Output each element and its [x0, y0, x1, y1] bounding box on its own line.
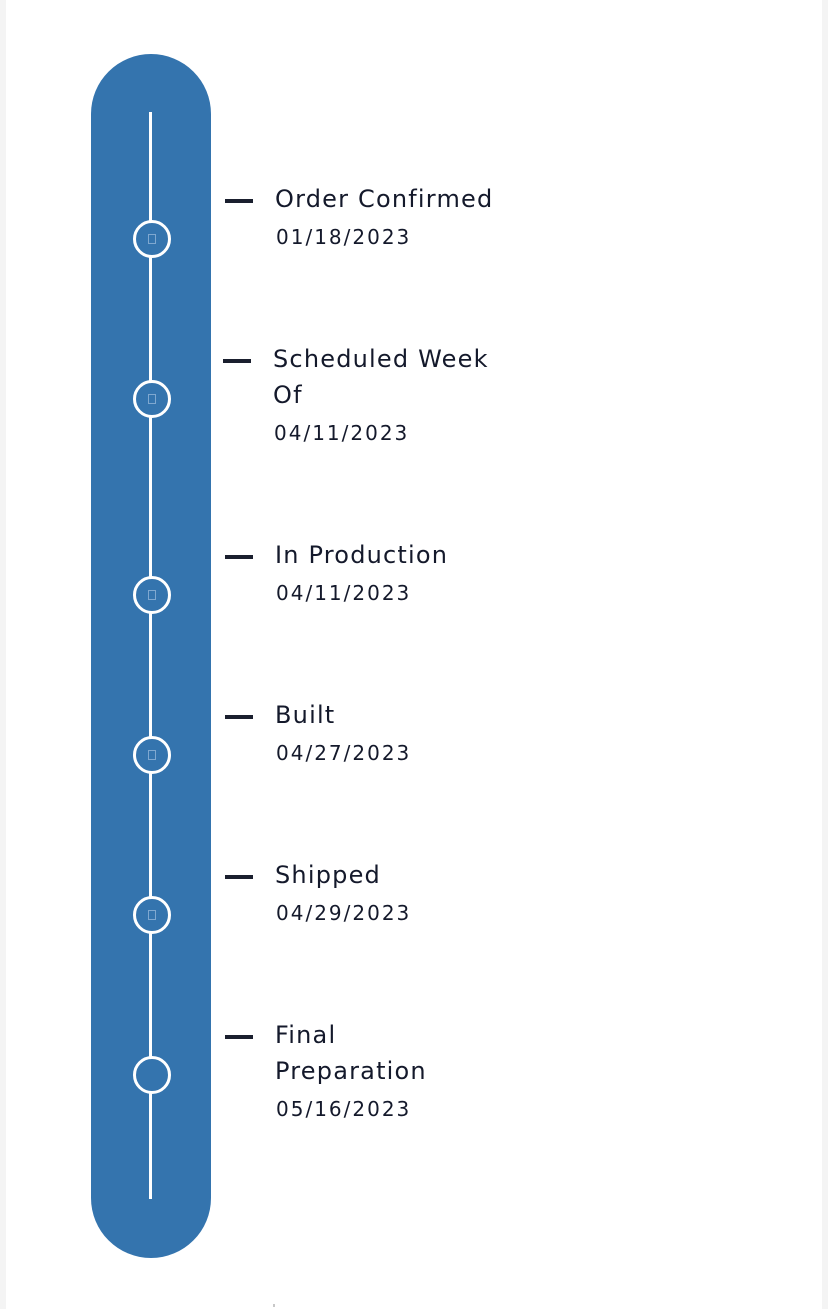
step-date: 05/16/2023: [276, 1097, 412, 1121]
timeline-dash: [225, 715, 253, 719]
check-icon: [148, 394, 156, 404]
timeline-node-final-preparation: [133, 1056, 171, 1094]
page-footer-mark: [273, 1304, 275, 1307]
check-icon: [148, 750, 156, 760]
timeline-dash: [225, 1035, 253, 1039]
step-title: Final Preparation: [275, 1021, 427, 1085]
timeline-dash: [225, 199, 253, 203]
timeline-node-built: [133, 736, 171, 774]
step-title: Scheduled Week Of: [273, 345, 489, 409]
timeline-node-in-production: [133, 576, 171, 614]
check-icon: [148, 234, 156, 244]
timeline-node-scheduled-week-of: [133, 380, 171, 418]
order-tracker-page: Order Confirmed 01/18/2023 Scheduled Wee…: [6, 0, 822, 1309]
step-date: 04/11/2023: [276, 581, 412, 605]
timeline-dash: [225, 555, 253, 559]
step-date: 04/11/2023: [274, 421, 410, 445]
timeline-dash: [223, 359, 251, 363]
step-date: 04/29/2023: [276, 901, 412, 925]
timeline-node-shipped: [133, 896, 171, 934]
step-title: Shipped: [275, 861, 381, 889]
timeline-node-order-confirmed: [133, 220, 171, 258]
step-title: Order Confirmed: [275, 185, 494, 213]
check-icon: [148, 590, 156, 600]
step-date: 01/18/2023: [276, 225, 412, 249]
check-icon: [148, 910, 156, 920]
timeline-dash: [225, 875, 253, 879]
timeline-line: [149, 112, 152, 1199]
step-date: 04/27/2023: [276, 741, 412, 765]
step-title: Built: [275, 701, 336, 729]
step-title: In Production: [275, 541, 449, 569]
